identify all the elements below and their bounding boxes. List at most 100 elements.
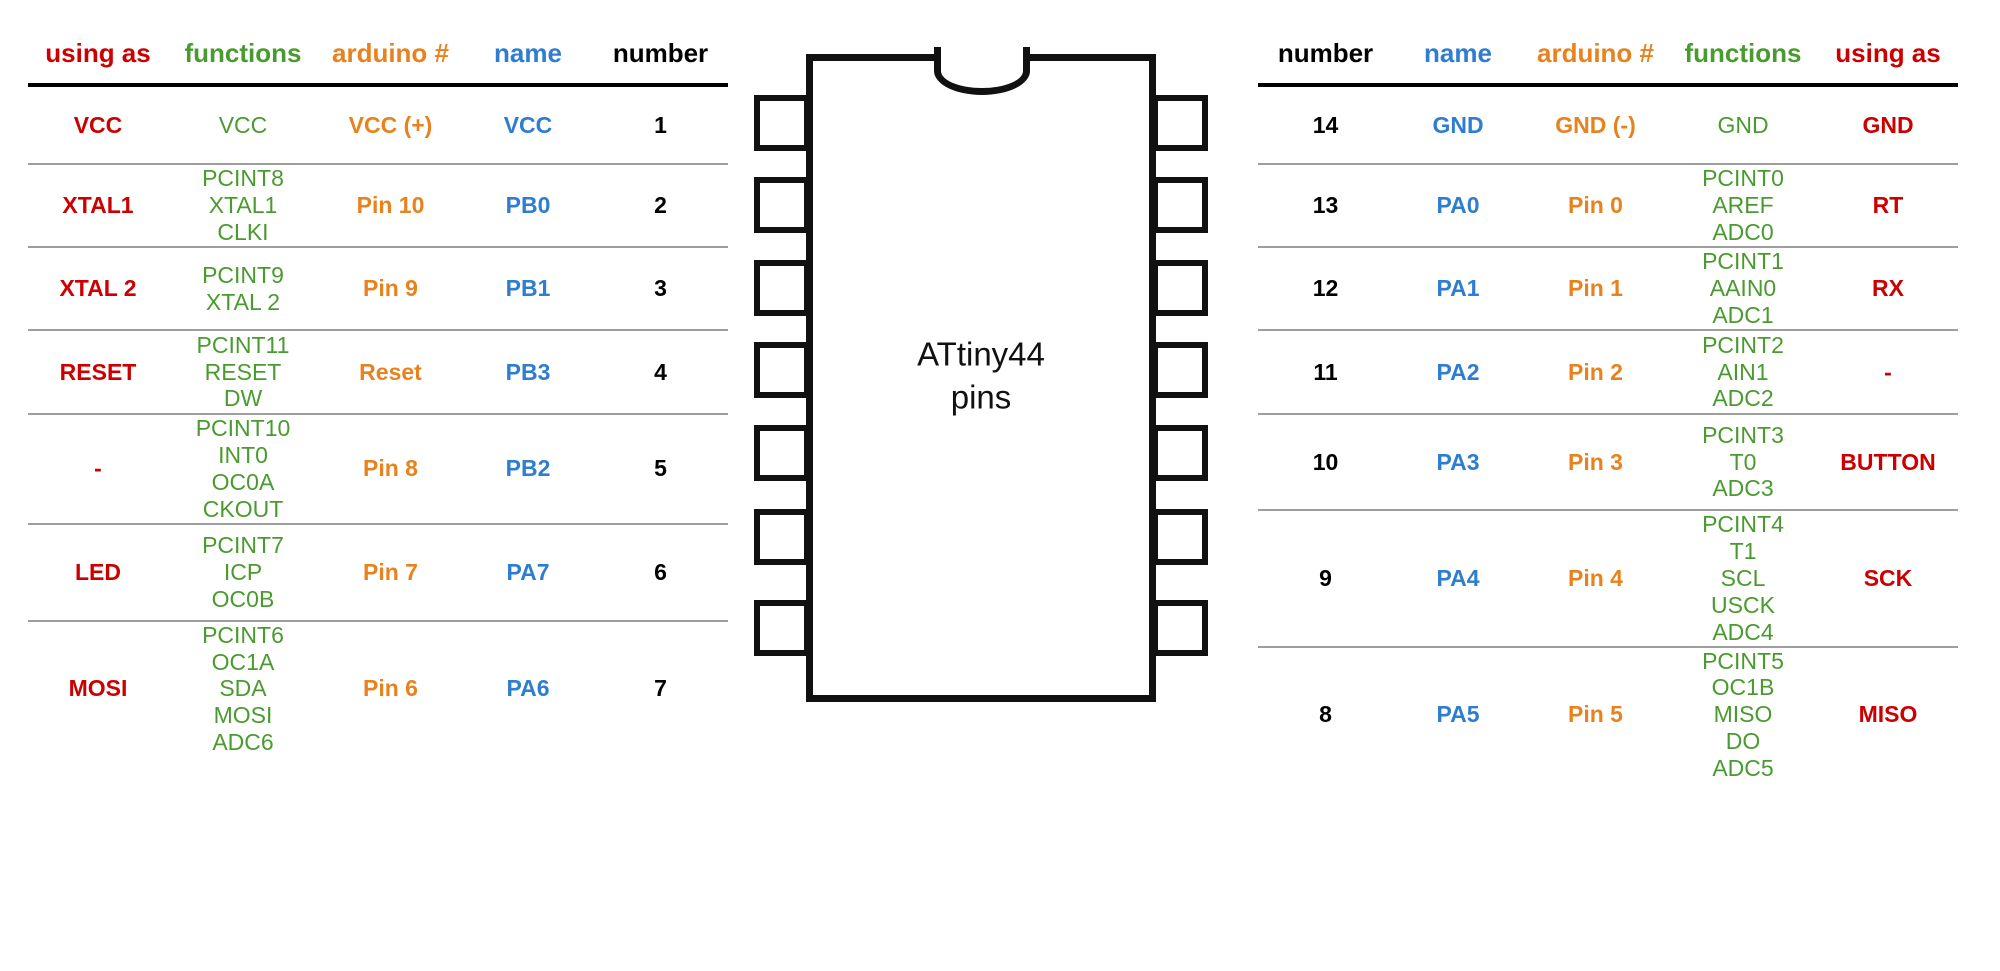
right-function-line: ADC2 [1712, 385, 1774, 412]
right-function-line: ADC0 [1712, 218, 1774, 245]
left-cell-number: 1 [593, 85, 728, 165]
right-cell-number: 14 [1258, 85, 1393, 165]
left-cell-number: 3 [593, 247, 728, 331]
left-header-functions: functions [168, 34, 318, 87]
left-header-arduino: arduino # [318, 34, 463, 87]
chip-body: ATtiny44 pins [806, 54, 1156, 702]
right-function-line: USCK [1711, 591, 1775, 618]
right-function-line: PCINT1 [1702, 248, 1784, 275]
right-cell-number: 8 [1319, 701, 1332, 728]
chip-pin-leg [754, 425, 810, 481]
chip-pin-leg [1152, 260, 1208, 316]
right-function-line: ADC4 [1712, 618, 1774, 645]
left-cell-name: PB0 [463, 164, 593, 248]
left-function-line: PCINT9 [202, 261, 284, 288]
right-cell-number: 11 [1258, 330, 1393, 415]
right-cell-name: PA0 [1393, 164, 1523, 248]
chip-pin-leg [1152, 177, 1208, 233]
right-cell-name: PA3 [1393, 414, 1523, 511]
left-function-line: XTAL 2 [205, 288, 281, 315]
right-header-number: number [1258, 34, 1393, 87]
chip-pin-leg [754, 95, 810, 151]
chip-notch-icon [934, 47, 1030, 95]
right-function-line: ADC3 [1712, 475, 1774, 502]
right-function-line: PCINT3 [1702, 421, 1784, 448]
right-pin-table: number name arduino # functions using as… [1258, 34, 1958, 782]
left-cell-using_as: LED [28, 523, 168, 622]
left-function-line: PCINT8 [202, 165, 284, 192]
chip-diagram: ATtiny44 pins [728, 0, 1236, 971]
left-function-line: PCINT7 [202, 531, 284, 558]
left-cell-name: PB3 [463, 330, 593, 415]
left-cell-using_as: RESET [28, 330, 168, 415]
left-cell-name: PA7 [463, 523, 593, 622]
right-function-line: PCINT2 [1702, 331, 1784, 358]
right-table-header-row: number name arduino # functions using as [1258, 34, 1958, 87]
right-cell-number: 9 [1258, 510, 1393, 648]
right-function-line: OC1B [1711, 674, 1775, 701]
right-function-line: ADC5 [1712, 755, 1774, 782]
left-function-line: PCINT10 [195, 415, 291, 441]
right-cell-arduino: GND (-) [1523, 85, 1668, 165]
right-cell-arduino: Pin 3 [1523, 414, 1668, 511]
right-cell-using_as: SCK [1818, 510, 1958, 648]
right-function-line: AREF [1712, 192, 1774, 219]
left-cell-number: 2 [593, 164, 728, 248]
chip-pin-leg [1152, 95, 1208, 151]
right-function-line: ADC1 [1712, 301, 1774, 328]
right-cell-using_as: MISO [1858, 701, 1918, 728]
right-header-functions: functions [1668, 34, 1818, 87]
left-function-line: INT0 [218, 441, 268, 468]
right-function-line: SCL [1720, 564, 1766, 591]
left-function-line: CLKI [217, 218, 269, 245]
right-cell-number: 10 [1258, 414, 1393, 511]
right-cell-using_as: BUTTON [1818, 414, 1958, 511]
left-cell-name: PB1 [463, 247, 593, 331]
right-function-line: PCINT4 [1702, 511, 1784, 537]
left-function-line: DW [223, 385, 263, 412]
left-function-line: RESET [204, 358, 282, 385]
right-cell-name: PA4 [1393, 510, 1523, 648]
right-function-line: PCINT0 [1702, 165, 1784, 192]
right-function-line: AAIN0 [1709, 275, 1777, 302]
left-function-line: OC1A [211, 648, 275, 675]
right-cell-name: GND [1393, 85, 1523, 165]
right-cell-name: PA2 [1393, 330, 1523, 415]
chip-pin-leg [1152, 600, 1208, 656]
left-function-line: OC0B [211, 585, 275, 612]
right-function-line: GND [1717, 111, 1769, 138]
left-function-line: PCINT6 [202, 621, 284, 648]
chip-pin-leg [1152, 425, 1208, 481]
left-cell-number: 5 [593, 414, 728, 525]
left-cell-name: PB2 [463, 414, 593, 525]
right-function-line: AIN1 [1717, 358, 1769, 385]
right-cell-using_as: GND [1818, 85, 1958, 165]
left-cell-name: PA6 [506, 675, 550, 702]
left-cell-arduino: Pin 6 [363, 675, 418, 702]
chip-label: ATtiny44 pins [813, 333, 1149, 419]
left-cell-using_as: VCC [28, 85, 168, 165]
left-cell-using_as: XTAL1 [28, 164, 168, 248]
right-cell-number: 13 [1258, 164, 1393, 248]
chip-pin-leg [1152, 509, 1208, 565]
right-cell-arduino: Pin 5 [1568, 701, 1623, 728]
left-cell-arduino: Reset [318, 330, 463, 415]
chip-pin-leg [754, 177, 810, 233]
right-cell-arduino: Pin 4 [1523, 510, 1668, 648]
